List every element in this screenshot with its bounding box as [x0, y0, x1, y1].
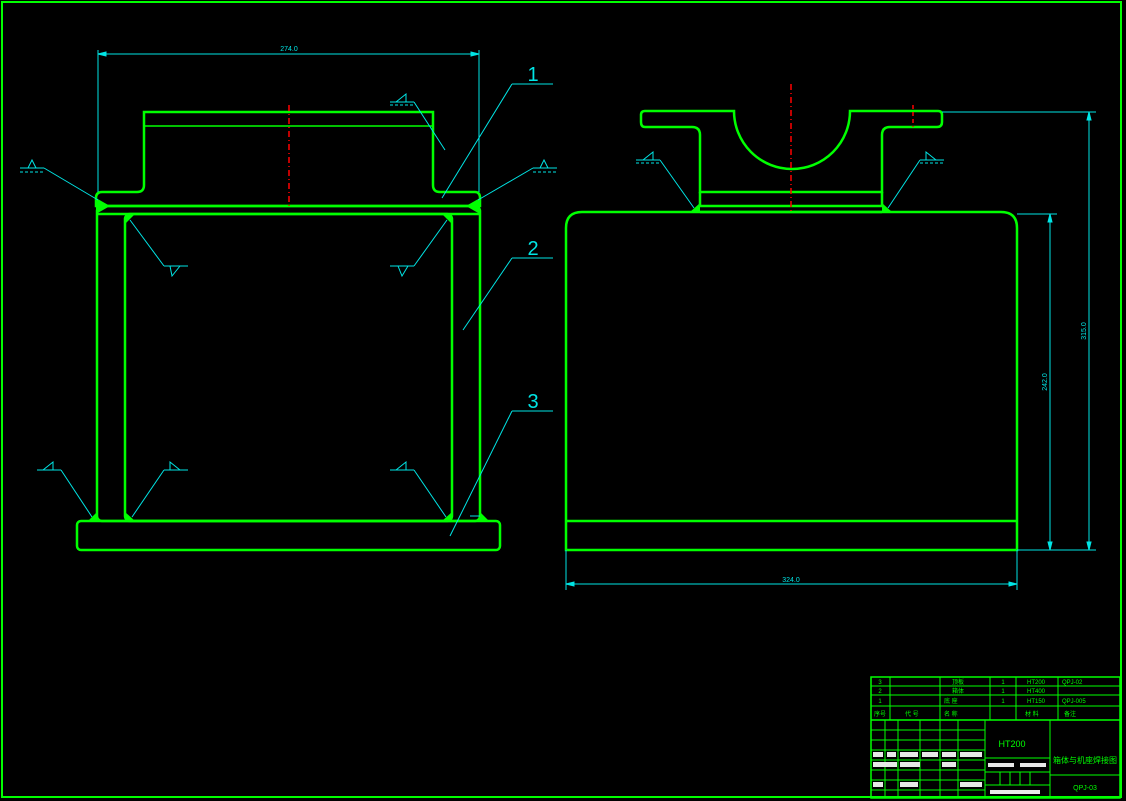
front-width-value: 274.0 — [280, 46, 298, 53]
bom-row-1-qty: 1 — [1001, 680, 1005, 686]
part-number-2: 2 — [527, 238, 538, 260]
side-body-outline — [564, 210, 1019, 552]
front-weld-symbols — [20, 92, 557, 518]
bom-row-2-no: 2 — [878, 689, 882, 695]
box-body-inner — [123, 212, 454, 523]
material-label: HT200 — [998, 739, 1025, 749]
side-view — [564, 109, 1019, 552]
bom-table: 3 顶板 1 HT200 QPJ-02 2 箱体 1 HT400 1 底 座 1… — [874, 678, 1086, 718]
part-number-1: 1 — [527, 64, 538, 86]
bom-row-2-name: 箱体 — [952, 687, 964, 695]
bom-row-3-material: HT150 — [1027, 699, 1046, 705]
bom-header-no: 序号 — [874, 710, 886, 718]
part-leaders — [441, 83, 553, 537]
bom-row-3-name: 底 座 — [944, 697, 958, 705]
front-weld-marks — [88, 198, 489, 521]
bom-header-code: 代 号 — [905, 710, 919, 718]
bom-row-3-qty: 1 — [1001, 699, 1005, 705]
bom-row-3-no: 1 — [878, 699, 882, 705]
side-body-height-value: 242.0 — [1042, 373, 1049, 391]
drawing-code: QPJ-03 — [1073, 785, 1097, 792]
side-weld-symbols — [636, 150, 944, 209]
bom-row-2-material: HT400 — [1027, 689, 1046, 695]
bom-row-1-no: 3 — [878, 680, 882, 686]
bom-row-3-note: QPJ-005 — [1062, 699, 1086, 705]
bom-header-note: 备注 — [1064, 710, 1076, 718]
side-width-value: 324.0 — [782, 577, 800, 584]
title-block-fills — [873, 752, 1046, 794]
front-view — [75, 110, 502, 552]
bom-row-1-name: 顶板 — [952, 678, 964, 686]
base-plate-outline — [75, 519, 502, 552]
front-width-dimension — [97, 50, 480, 192]
side-total-height-value: 315.0 — [1081, 322, 1088, 340]
title-block — [870, 676, 1121, 799]
bom-header-material: 材 料 — [1025, 710, 1039, 718]
side-weld-marks — [690, 203, 892, 212]
bom-row-1-note: QPJ-02 — [1062, 680, 1083, 686]
bom-row-1-material: HT200 — [1027, 680, 1046, 686]
side-dimensions — [565, 111, 1096, 590]
bom-row-2-qty: 1 — [1001, 689, 1005, 695]
saddle-plate-outline — [639, 109, 944, 194]
part-number-3: 3 — [527, 391, 538, 413]
bom-header-name: 名 称 — [944, 710, 958, 718]
drawing-title: 箱体与机座焊接图 — [1053, 755, 1117, 765]
